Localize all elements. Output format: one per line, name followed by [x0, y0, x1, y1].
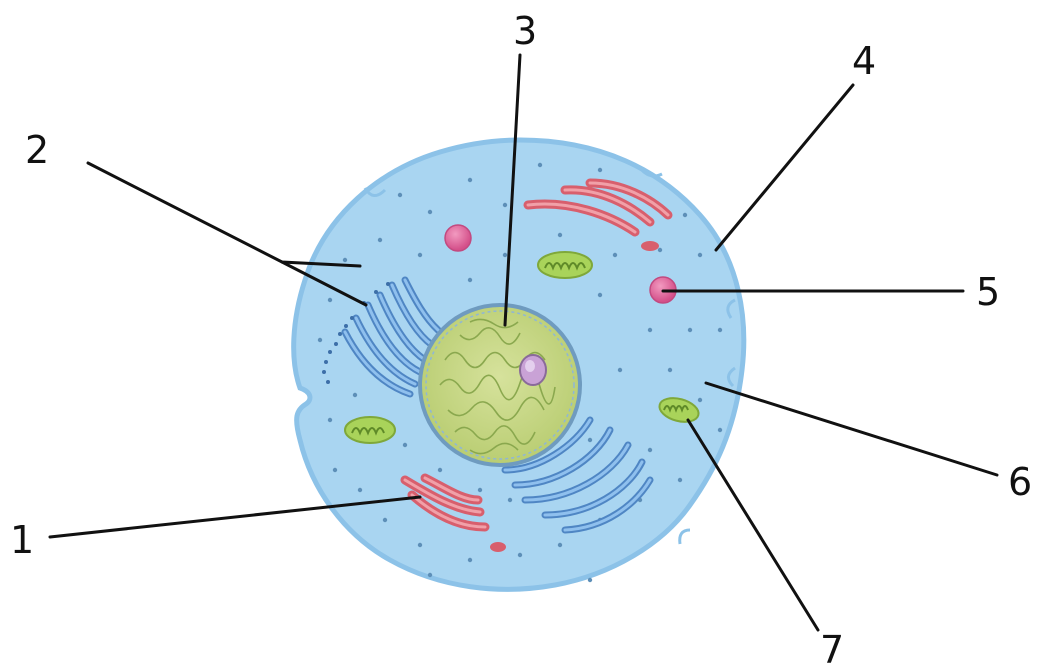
label-3: 3 — [513, 9, 537, 53]
membrane-notch — [680, 530, 690, 544]
label-1: 1 — [10, 518, 34, 562]
mitochondrion-left — [345, 417, 395, 443]
lysosome-top — [445, 225, 471, 251]
label-5: 5 — [976, 270, 1000, 314]
nucleolus-highlight — [525, 360, 535, 372]
leader-line-4 — [716, 85, 853, 250]
label-6: 6 — [1008, 460, 1032, 504]
leader-line-6 — [706, 383, 997, 475]
label-4: 4 — [852, 39, 876, 83]
label-7: 7 — [820, 628, 844, 668]
nucleus — [420, 305, 580, 465]
leader-line-7 — [688, 420, 818, 630]
mitochondrion-top — [538, 252, 592, 278]
label-2: 2 — [25, 128, 49, 172]
golgi-vesicle — [490, 542, 506, 552]
golgi-vesicle — [641, 241, 659, 251]
